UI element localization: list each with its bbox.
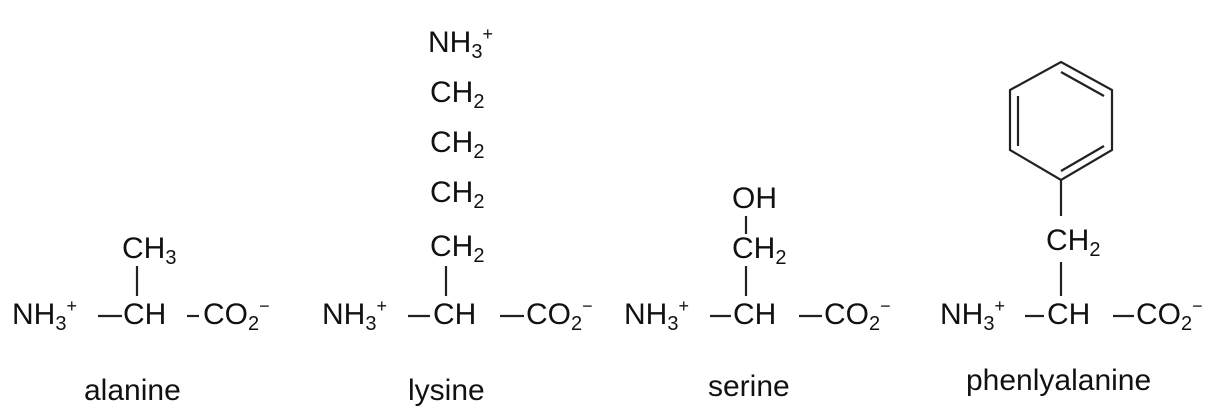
lysine-ch2-beta: CH2	[430, 230, 485, 267]
serine-ch2-group: CH2	[732, 232, 787, 269]
phenylalanine-ch2-group: CH2	[1046, 224, 1101, 261]
lysine-ammonium-group: NH3+	[322, 296, 387, 335]
alanine-ch3-group: CH3	[122, 232, 177, 269]
ring-double-bond-top	[1060, 71, 1105, 97]
phenylalanine-alpha-carbon: CH	[1047, 298, 1091, 331]
alanine-alpha-carbon: CH	[123, 298, 167, 331]
phenylalanine-carboxylate-group: CO2−	[1136, 296, 1203, 335]
phenylalanine-label: phenlyalanine	[966, 364, 1152, 397]
phenylalanine-ammonium-group: NH3+	[940, 296, 1005, 335]
lysine-alpha-carbon: CH	[433, 298, 477, 331]
lysine-ch2-epsilon: CH2	[430, 76, 485, 113]
serine-hydroxyl-group: OH	[732, 182, 777, 215]
ring-double-bond-bottom	[1060, 145, 1105, 172]
serine-carboxylate-group: CO2−	[824, 296, 891, 335]
lysine-ch2-delta: CH2	[430, 126, 485, 163]
lysine-terminal-ammonium: NH3+	[428, 24, 493, 63]
serine-label: serine	[708, 370, 790, 403]
phenyl-ring	[1008, 60, 1114, 182]
alanine-ammonium-group: NH3+	[12, 296, 77, 335]
serine-ammonium-group: NH3+	[624, 296, 689, 335]
lysine-label: lysine	[408, 374, 485, 407]
lysine-carboxylate-group: CO2−	[526, 296, 593, 335]
alanine-carboxylate-group: CO2−	[203, 296, 270, 335]
alanine-label: alanine	[84, 374, 181, 407]
lysine-ch2-gamma: CH2	[430, 176, 485, 213]
serine-alpha-carbon: CH	[733, 298, 777, 331]
